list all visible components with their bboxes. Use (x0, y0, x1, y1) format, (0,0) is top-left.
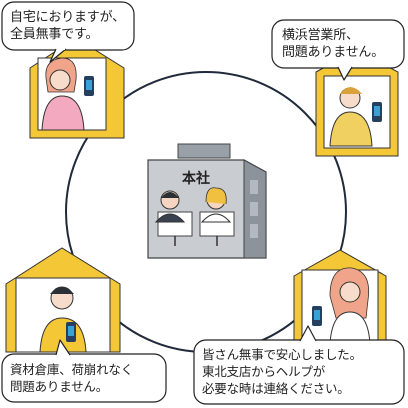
home-speech-line: 全員無事です。 (10, 27, 99, 42)
warehouse-speech-bubble-shape (1, 339, 167, 403)
home-speech-bubble-shape (1, 1, 135, 63)
tohoku-speech-line: 必要な時は連絡ください。 (202, 381, 350, 396)
tohoku-speech-line: 東北支店からヘルプが (202, 364, 326, 379)
tohoku-speech-text: 皆さん無事で安心しました。 東北支店からヘルプが 必要な時は連絡ください。 (202, 346, 362, 397)
home-woman-figure (41, 57, 94, 131)
warehouse-speech-text: 資材倉庫、荷崩れなく 問題ありません。 (10, 361, 133, 395)
warehouse-house (5, 247, 121, 353)
headquarters-building (147, 143, 267, 259)
home-speech-line: 自宅におりますが、 (10, 10, 125, 25)
tohoku-speech-line: 皆さん無事で安心しました。 (202, 347, 362, 362)
tohoku-branch-house (293, 249, 387, 345)
yokohama-speech-text: 横浜営業所、 問題ありません。 (282, 27, 384, 61)
home-speech-text: 自宅におりますが、 全員無事です。 (10, 9, 125, 43)
yokohama-office-house (315, 49, 399, 157)
warehouse-man-figure (39, 286, 87, 353)
yokohama-man-figure (329, 87, 382, 147)
warehouse-speech-line: 資材倉庫、荷崩れなく (10, 362, 134, 377)
hq-man-avatar (154, 190, 193, 246)
yokohama-speech-line: 横浜営業所、 (282, 28, 359, 43)
yokohama-speech-bubble-shape (271, 19, 405, 81)
home-house (29, 37, 125, 139)
hq-woman-avatar (199, 187, 235, 246)
tohoku-speech-bubble-shape (193, 325, 405, 405)
hq-label: 本社 (182, 171, 210, 187)
tohoku-woman-figure (312, 267, 371, 345)
warehouse-speech-line: 問題ありません。 (10, 379, 109, 394)
yokohama-speech-line: 問題ありません。 (282, 45, 385, 60)
